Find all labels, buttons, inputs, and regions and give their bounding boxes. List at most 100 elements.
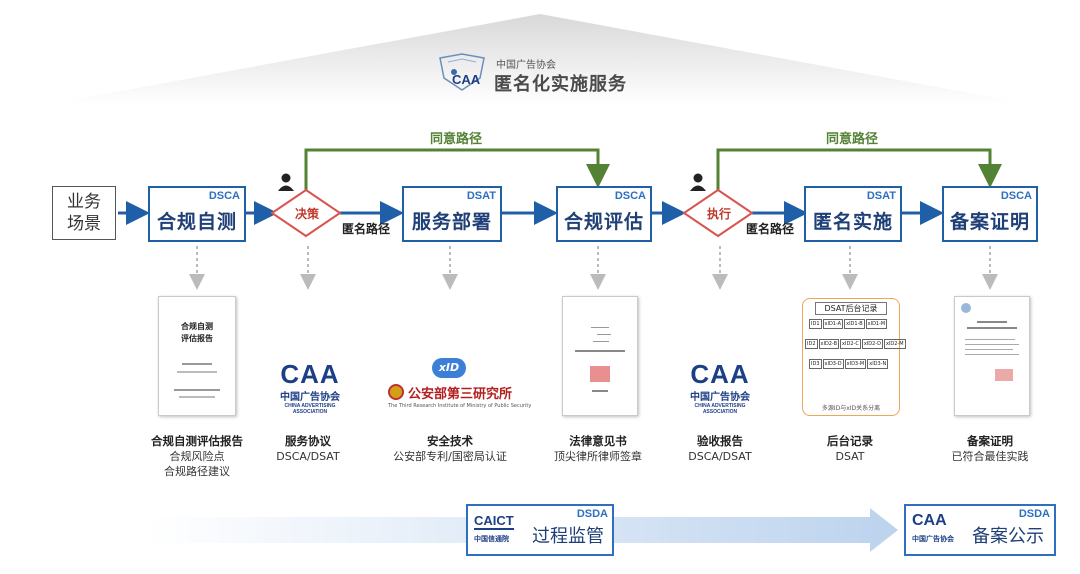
caption-title: 后台记录 bbox=[827, 434, 873, 448]
caption-title: 安全技术 bbox=[427, 434, 473, 448]
caa-mark: CAA bbox=[690, 359, 750, 389]
step-filing-certificate: DSCA 备案证明 bbox=[942, 186, 1038, 242]
psb-institute-en: The Third Research Institute of Ministry… bbox=[388, 403, 532, 409]
caption-title: 验收报告 bbox=[697, 434, 743, 448]
supervise-tag: DSDA bbox=[576, 508, 608, 520]
filing-label: 备案公示 bbox=[972, 526, 1044, 547]
caa-en-name: CHINA ADVERTISING ASSOCIATION bbox=[694, 403, 746, 415]
person-icon bbox=[690, 173, 706, 191]
step-tag: DSAT bbox=[466, 190, 496, 202]
caption-line2: 合规风险点 bbox=[169, 450, 225, 463]
backend-cell: xID1-A bbox=[822, 319, 844, 329]
caict-cn-name: 中国信通院 bbox=[474, 535, 509, 543]
caption-title: 合规自测评估报告 bbox=[151, 434, 243, 448]
caption-line2: 顶尖律所律师签章 bbox=[554, 450, 642, 463]
backend-cell: xID2-B bbox=[818, 339, 840, 349]
caption-line2: 已符合最佳实践 bbox=[951, 450, 1029, 463]
xid-badge: xID bbox=[432, 358, 466, 378]
caa-association-logo: CAA 中国广告协会 CHINA ADVERTISING ASSOCIATION bbox=[272, 360, 348, 415]
police-emblem-icon bbox=[388, 384, 404, 400]
step-tag: DSCA bbox=[614, 190, 646, 202]
backend-cell: xID3-M bbox=[844, 359, 867, 369]
backend-footer: 多源ID与xID关系分离 bbox=[821, 405, 881, 412]
filing-publication-box: CAA 中国广告协会 DSDA 备案公示 bbox=[904, 504, 1056, 556]
caption-filing-certificate: 备案证明 已符合最佳实践 bbox=[940, 434, 1040, 464]
doc-title-line1: 合规自测 bbox=[181, 322, 213, 331]
caption-acceptance-report: 验收报告 DSCA/DSAT bbox=[670, 434, 770, 464]
filing-caa-mark: CAA bbox=[912, 512, 947, 529]
caption-security-tech: 安全技术 公安部专利/国密局认证 bbox=[385, 434, 515, 464]
filing-certificate-doc bbox=[954, 296, 1030, 416]
step-label: 匿名实施 bbox=[812, 211, 893, 233]
caption-line2: DSAT bbox=[835, 450, 865, 463]
agree-path-label: 同意路径 bbox=[430, 132, 483, 147]
anonymous-path-label: 匿名路径 bbox=[746, 222, 795, 236]
caa-cn-name: 中国广告协会 bbox=[280, 392, 340, 403]
backend-cell: xID3-D bbox=[822, 359, 844, 369]
agree-path-label: 同意路径 bbox=[826, 132, 879, 147]
step-label: 服务部署 bbox=[411, 211, 492, 233]
caa-association-logo: CAA 中国广告协会 CHINA ADVERTISING ASSOCIATION bbox=[682, 360, 758, 415]
decision-label: 执行 bbox=[706, 207, 731, 221]
step-label: 合规评估 bbox=[563, 211, 644, 233]
backend-cell: ID3 bbox=[809, 359, 822, 369]
filing-tag: DSDA bbox=[1018, 508, 1050, 520]
caa-cn-name: 中国广告协会 bbox=[690, 392, 750, 403]
step-label: 备案证明 bbox=[949, 211, 1030, 233]
step-self-check: DSCA 合规自测 bbox=[148, 186, 246, 242]
decision-label: 决策 bbox=[294, 207, 319, 221]
person-icon bbox=[278, 173, 294, 191]
backend-cell: ID2 bbox=[805, 339, 818, 349]
backend-cell: xID2-D bbox=[861, 339, 883, 349]
supervise-label: 过程监管 bbox=[532, 526, 604, 547]
roof-background bbox=[50, 14, 1030, 104]
caption-line2: DSCA/DSAT bbox=[276, 450, 340, 463]
backend-cell: xID3-N bbox=[867, 359, 889, 369]
step-anonymize-implement: DSAT 匿名实施 bbox=[804, 186, 902, 242]
caption-line2: 公安部专利/国密局认证 bbox=[393, 450, 507, 463]
caict-logo: CAICT bbox=[474, 513, 514, 530]
caption-title: 法律意见书 bbox=[569, 434, 627, 448]
caption-legal-opinion: 法律意见书 顶尖律所律师签章 bbox=[543, 434, 653, 464]
caa-en-name: CHINA ADVERTISING ASSOCIATION bbox=[284, 403, 336, 415]
legal-opinion-doc bbox=[562, 296, 638, 416]
start-business-scenario: 业务 场景 bbox=[52, 186, 116, 240]
header-logo-text: CAA bbox=[452, 72, 481, 87]
caption-self-check-report: 合规自测评估报告 合规风险点 合规路径建议 bbox=[142, 434, 252, 479]
doc-title-line2: 评估报告 bbox=[181, 334, 213, 343]
caption-line2: DSCA/DSAT bbox=[688, 450, 752, 463]
backend-title: DSAT后台记录 bbox=[815, 302, 887, 315]
caa-mark: CAA bbox=[280, 359, 340, 389]
step-compliance-assess: DSCA 合规评估 bbox=[556, 186, 652, 242]
caption-title: 备案证明 bbox=[967, 434, 1013, 448]
step-tag: DSAT bbox=[866, 190, 896, 202]
step-tag: DSCA bbox=[208, 190, 240, 202]
process-supervision-box: CAICT 中国信通院 DSDA 过程监管 bbox=[466, 504, 614, 556]
anonymous-path-label: 匿名路径 bbox=[342, 222, 391, 236]
psb-institute-name: 公安部第三研究所 bbox=[408, 387, 513, 402]
header-service-title: 匿名化实施服务 bbox=[494, 74, 627, 95]
caption-backend-record: 后台记录 DSAT bbox=[800, 434, 900, 464]
caption-title: 服务协议 bbox=[285, 434, 331, 448]
backend-cell: xID2-C bbox=[840, 339, 861, 349]
backend-cell: ID1 bbox=[809, 319, 822, 329]
step-label: 合规自测 bbox=[156, 211, 237, 233]
step-tag: DSCA bbox=[1000, 190, 1032, 202]
caa-shield-logo: CAA bbox=[432, 50, 492, 94]
step-service-deploy: DSAT 服务部署 bbox=[402, 186, 502, 242]
caption-line3: 合规路径建议 bbox=[164, 465, 230, 478]
header-org-name: 中国广告协会 bbox=[496, 60, 556, 71]
start-label-line2: 场景 bbox=[67, 214, 101, 234]
backend-cell: xID1-M bbox=[865, 319, 888, 329]
backend-cell: xID2-M bbox=[883, 339, 906, 349]
start-label-line1: 业务 bbox=[67, 192, 101, 212]
filing-caa-cn: 中国广告协会 bbox=[912, 535, 954, 543]
caption-service-agreement: 服务协议 DSCA/DSAT bbox=[258, 434, 358, 464]
backend-cell: xID1-B bbox=[844, 319, 865, 329]
